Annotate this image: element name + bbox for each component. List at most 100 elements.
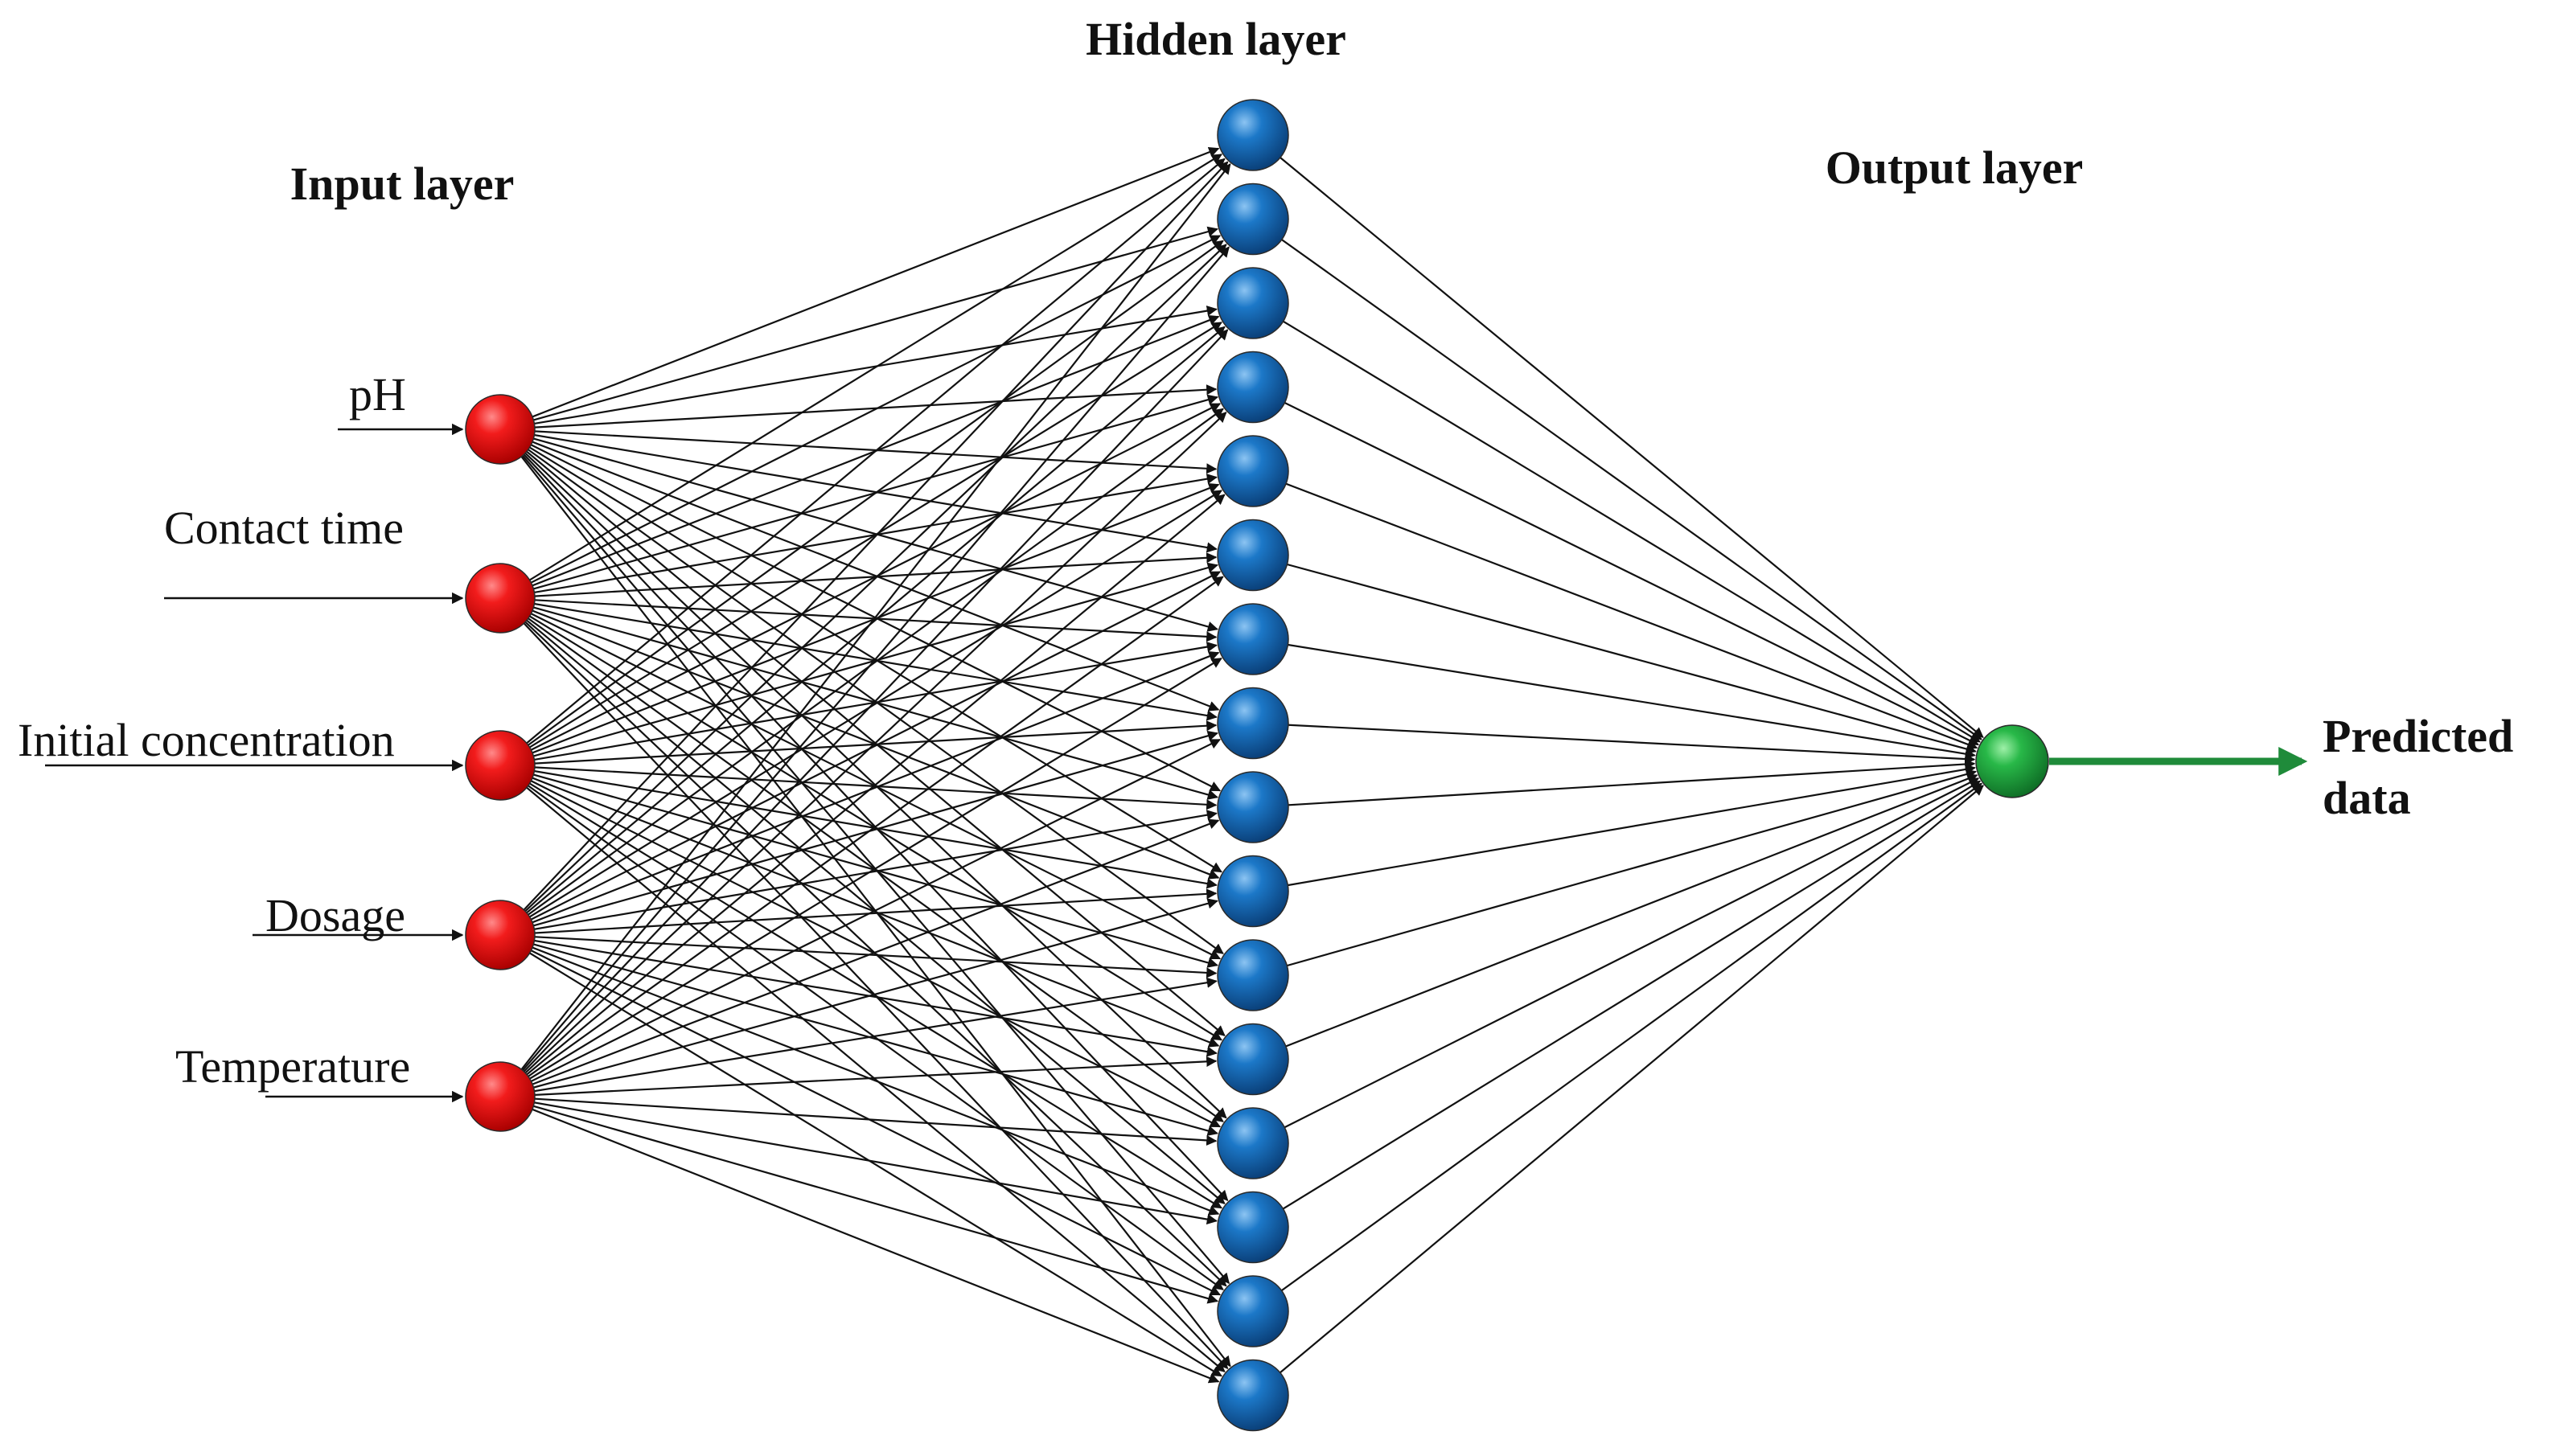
connection-input-hidden — [499, 642, 1218, 767]
hidden-node — [1217, 1275, 1289, 1347]
input-node — [465, 900, 536, 970]
connection-input-hidden — [499, 934, 1222, 1377]
connection-hidden-output — [1252, 777, 1980, 1144]
connection-input-hidden — [499, 934, 1222, 1296]
input-labels: pH Contact time Initial concentration Do… — [18, 368, 410, 1093]
connection-input-hidden — [499, 597, 1226, 1204]
connection-input-hidden — [499, 1056, 1218, 1098]
connection-input-hidden — [499, 597, 1222, 960]
input-nodes — [465, 394, 536, 1132]
connection-input-hidden — [499, 764, 1218, 810]
connection-hidden-output — [1252, 773, 1978, 1060]
connection-input-hidden — [499, 552, 1218, 600]
hidden-node — [1217, 939, 1289, 1011]
connection-input-hidden — [499, 597, 1220, 880]
output-node — [1975, 724, 2049, 798]
connection-input-hidden — [499, 394, 1218, 600]
hidden-node — [1217, 603, 1289, 675]
connection-input-hidden — [499, 933, 1218, 1136]
connection-input-hidden — [499, 977, 1218, 1098]
connection-input-hidden — [499, 226, 1218, 431]
connection-input-hidden — [499, 429, 1229, 1201]
connection-input-hidden — [499, 576, 1224, 1097]
connection-input-hidden — [499, 490, 1222, 936]
hidden-node — [1217, 855, 1289, 928]
output-label-line1: Predicted — [2323, 710, 2513, 762]
connection-input-hidden — [499, 235, 1222, 599]
connection-input-hidden — [499, 244, 1227, 936]
connection-input-hidden — [499, 1095, 1220, 1384]
connection-input-hidden — [499, 720, 1218, 767]
connection-input-hidden — [499, 657, 1222, 1097]
connection-input-hidden — [499, 429, 1226, 1036]
input-node — [465, 1061, 536, 1132]
input-arrows — [45, 423, 464, 1103]
connection-input-hidden — [499, 384, 1218, 431]
connection-input-hidden — [499, 429, 1227, 1119]
connection-lines — [499, 134, 1984, 1397]
connection-input-hidden — [499, 571, 1222, 936]
connection-input-hidden — [499, 1095, 1218, 1146]
hidden-node — [1217, 99, 1289, 171]
connection-hidden-output — [1252, 470, 1978, 750]
connection-input-hidden — [499, 429, 1222, 792]
connection-input-hidden — [499, 429, 1231, 1368]
connection-input-hidden — [499, 429, 1222, 873]
connection-hidden-output — [1252, 785, 1984, 1397]
hidden-node — [1217, 1107, 1289, 1179]
connection-hidden-output — [1252, 780, 1982, 1228]
connection-input-hidden — [499, 146, 1220, 431]
connection-hidden-output — [1252, 638, 1976, 760]
connection-input-hidden — [499, 764, 1218, 968]
connection-input-hidden — [499, 888, 1218, 937]
connection-input-hidden — [499, 306, 1218, 431]
connection-input-hidden — [499, 562, 1218, 767]
connection-hidden-output — [1252, 764, 1976, 892]
connection-input-hidden — [499, 158, 1226, 766]
connection-hidden-output — [1252, 134, 1984, 738]
connection-input-hidden — [499, 161, 1229, 936]
connection-hidden-output — [1252, 782, 1983, 1312]
connection-input-hidden — [499, 933, 1218, 1057]
connection-input-hidden — [499, 429, 1230, 1285]
connection-input-hidden — [499, 764, 1218, 889]
connection-input-hidden — [499, 765, 1226, 1372]
connection-input-hidden — [499, 329, 1229, 1097]
connection-input-hidden — [499, 154, 1222, 599]
connection-hidden-output — [1252, 386, 1980, 746]
hidden-layer-title: Hidden layer — [1086, 13, 1346, 65]
hidden-node — [1217, 771, 1289, 843]
connection-input-hidden — [499, 429, 1224, 954]
input-node — [465, 563, 536, 634]
connection-input-hidden — [499, 765, 1224, 1290]
input-label-contact-time: Contact time — [164, 502, 404, 554]
connection-input-hidden — [499, 428, 1220, 712]
connection-input-hidden — [499, 738, 1221, 1097]
output-nodes — [1975, 724, 2049, 798]
connection-input-hidden — [499, 933, 1220, 1216]
connection-input-hidden — [499, 408, 1224, 936]
connection-input-hidden — [499, 1095, 1219, 1304]
connection-input-hidden — [499, 474, 1218, 600]
input-label-temperature: Temperature — [175, 1040, 410, 1093]
hidden-node — [1217, 1191, 1289, 1264]
hidden-node — [1217, 1023, 1289, 1096]
input-node — [465, 730, 536, 801]
connection-input-hidden — [499, 326, 1226, 936]
hidden-node — [1217, 519, 1289, 592]
connection-input-hidden — [499, 730, 1218, 937]
hidden-node — [1217, 687, 1289, 760]
output-layer-title: Output layer — [1826, 141, 2084, 194]
hidden-node — [1217, 1359, 1289, 1432]
connection-input-hidden — [499, 810, 1218, 937]
connection-input-hidden — [499, 314, 1220, 600]
output-label-line2: data — [2323, 772, 2411, 824]
connection-input-hidden — [499, 428, 1218, 632]
connection-input-hidden — [499, 597, 1218, 642]
connection-input-hidden — [499, 1095, 1218, 1225]
connection-hidden-output — [1252, 758, 1976, 809]
connection-input-hidden — [499, 494, 1226, 1097]
hidden-node — [1217, 267, 1289, 339]
hidden-node — [1217, 435, 1289, 507]
connection-hidden-output — [1252, 769, 1978, 977]
